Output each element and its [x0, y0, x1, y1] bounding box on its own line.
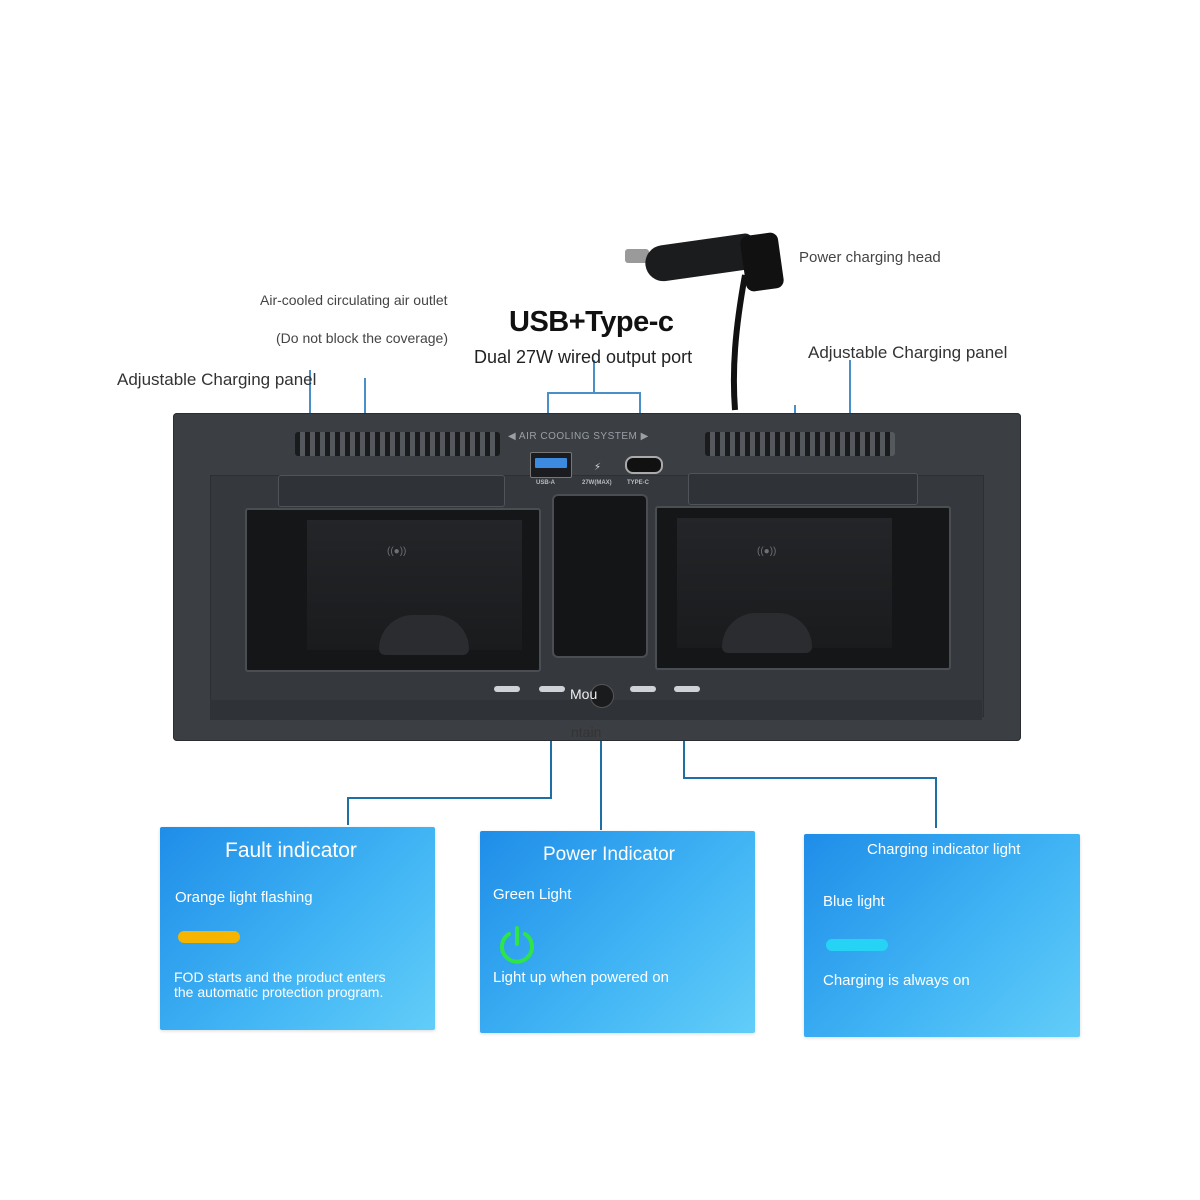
mount-label-1: Mou	[570, 686, 598, 702]
center-storage-slot	[552, 494, 648, 658]
charging-light-text: Blue light	[823, 893, 885, 910]
power-desc: Light up when powered on	[493, 969, 669, 986]
fault-light-text: Orange light flashing	[175, 889, 313, 906]
fault-desc: FOD starts and the product enters the au…	[174, 969, 386, 1000]
left-charging-panel[interactable]	[278, 475, 505, 507]
blue-light-swatch	[826, 939, 888, 951]
right-charging-bay: ((●))	[655, 506, 951, 670]
car-charger-plug	[625, 231, 785, 296]
led-1	[494, 686, 520, 692]
type-c-port	[625, 456, 663, 474]
left-qi-icon: ((●))	[387, 546, 407, 557]
fault-indicator-card: Fault indicator Orange light flashing FO…	[160, 827, 435, 1030]
power-icon	[500, 926, 534, 964]
air-cooling-text: ◀ AIR COOLING SYSTEM ▶	[508, 431, 649, 442]
fault-card-title: Fault indicator	[225, 839, 357, 862]
air-outlet-label: Air-cooled circulating air outlet	[260, 292, 448, 308]
right-qi-icon: ((●))	[757, 546, 777, 557]
headline: USB+Type-c	[509, 306, 674, 338]
power-head-label: Power charging head	[799, 249, 941, 266]
left-charging-bay: ((●))	[245, 508, 541, 672]
left-panel-label: Adjustable Charging panel	[117, 370, 317, 389]
subheadline: Dual 27W wired output port	[474, 347, 693, 367]
usb-a-label: USB-A	[536, 480, 555, 486]
usb-a-port	[530, 452, 572, 478]
mount-label-2: ntain	[571, 724, 602, 740]
right-air-vent	[705, 432, 895, 456]
bolt-icon: ⚡	[594, 462, 602, 473]
led-4	[674, 686, 700, 692]
right-charging-panel[interactable]	[688, 473, 918, 505]
power-rating-label: 27W(MAX)	[582, 480, 612, 486]
air-outlet-note: (Do not block the coverage)	[276, 330, 448, 346]
charging-card-title: Charging indicator light	[867, 841, 1021, 858]
type-c-label: TYPE-C	[627, 480, 650, 486]
charging-indicator-card: Charging indicator light Blue light Char…	[804, 834, 1080, 1037]
power-indicator-card: Power Indicator Green Light Light up whe…	[480, 831, 755, 1033]
right-panel-label: Adjustable Charging panel	[808, 343, 1008, 362]
orange-light-swatch	[178, 931, 240, 943]
led-2	[539, 686, 565, 692]
left-air-vent	[295, 432, 500, 456]
charging-desc: Charging is always on	[823, 972, 970, 989]
tray-base-ridge	[210, 700, 982, 720]
wire-fault	[347, 690, 552, 825]
power-light-text: Green Light	[493, 886, 572, 903]
power-button[interactable]	[590, 684, 614, 708]
led-3	[630, 686, 656, 692]
power-card-title: Power Indicator	[543, 844, 676, 865]
